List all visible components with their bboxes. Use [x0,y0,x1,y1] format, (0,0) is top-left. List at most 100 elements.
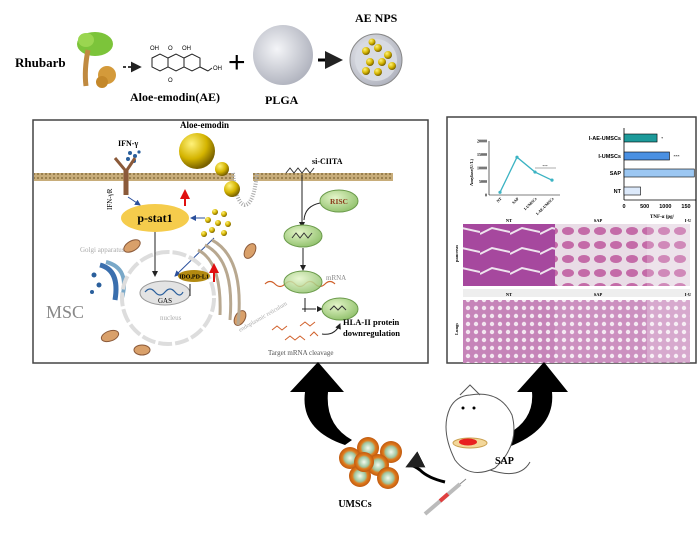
x-tick-label: 150 [681,204,690,210]
sirna-icon [291,232,313,239]
y-tick-label: SAP [610,171,622,177]
plga-sphere [253,25,313,85]
arrow [303,202,321,221]
hla-label: HLA-II protein [343,317,400,327]
data-point [550,178,554,182]
aloe-emodin-particles [179,133,240,237]
rhubarb-plant-icon [77,32,116,88]
mitochondria-icon [100,239,257,356]
column-header-bar [463,289,690,297]
column-label: NT [506,218,512,223]
ido-pdl1-label: IDO,PD-L1 [179,275,209,281]
y-tick-label: I-AE-UMSCs [589,136,621,142]
significance-mark: *** [673,154,679,159]
plga-label: PLGA [265,93,299,107]
y-axis-label: Amylase(U/L) [469,159,474,186]
risc-mrna-complex [283,270,323,294]
arrow [174,237,215,277]
y-tick-label: 15000 [477,152,487,157]
y-tick-label: 10000 [477,166,487,171]
nucleus-label: nucleus [160,314,182,322]
column-label: NT [506,292,512,297]
data-point [498,190,502,194]
syringe-icon [423,478,467,516]
column-label: I-U [685,292,692,297]
sap-label: SAP [495,456,514,467]
left-curved-arrow [290,362,352,445]
golgi-label: Golgi apparatus [80,246,125,254]
x-axis-label: TNF-α (pg/ [650,215,675,220]
aloe-emodin-structure [151,53,213,72]
x-tick-label: SAP [511,196,520,205]
arrow [321,323,341,335]
y-tick-label: I-UMSCs [598,154,621,160]
sirna-icon [329,305,347,311]
y-tick-label: NT [614,189,622,195]
series-line [499,156,553,193]
ifn-gamma-receptor-icon [113,157,137,195]
cell-membrane [253,173,393,181]
cleaved-mrna-icon [271,321,319,341]
nuclear-envelope [120,250,216,346]
p-stat1-node [121,204,189,232]
mrna-label: mRNA [326,274,346,282]
y-tick-label: 20000 [477,139,487,144]
cleavage-label: Target mRNA cleavage [268,349,333,357]
plus-sign: + [228,46,246,79]
arrow [127,196,141,206]
umscs-label: UMSCs [338,499,371,510]
o-label: O [168,46,173,52]
x-tick-label: 1000 [659,204,671,210]
risc-node [319,189,359,213]
x-tick-label: 500 [640,204,649,210]
ifn-gamma-label: IFN-γ [118,139,138,148]
bar [623,168,695,178]
cell-membrane [34,173,234,181]
histology-image [555,224,647,286]
ae-nps-label: AE NPS [355,11,398,25]
o-label: O [168,78,173,84]
risc-label: RISC [330,197,348,206]
row-label: Lungs [454,323,459,335]
y-tick-label: 5000 [479,179,487,184]
si-ciita-label: si-CIITA [312,157,343,166]
bar [623,133,658,143]
inhibition-line [302,298,316,312]
x-tick-label: NT [495,196,503,204]
right-curved-arrow [495,362,568,450]
significance-mark: * [661,136,663,141]
column-label: SAP [594,292,603,297]
data-point [533,170,537,174]
histology-image [463,224,555,286]
oh-label: OH [150,46,159,52]
mechanism-panel [32,119,429,364]
ifn-gamma-r-label: IFN-γR [106,188,114,210]
sirna-icon [285,167,315,174]
column-label: I-U [685,218,692,223]
data-point [515,155,519,159]
ae-nanoparticle-icon [349,33,403,87]
msc-label: MSC [46,302,84,322]
rhubarb-label: Rhubarb [15,55,66,70]
y-tick-label: 0 [485,193,487,198]
aloe-emodin-label: Aloe-emodin [180,120,229,130]
bar [623,186,641,196]
injection-arrow [405,451,446,484]
column-label: SAP [594,218,603,223]
mouse-sap-icon [445,384,531,475]
aloe-emodin-label: Aloe-emodin(AE) [130,90,220,104]
histology-image [463,300,555,363]
umscs-cluster-icon [339,437,402,489]
bar [623,151,670,161]
hla-label: downregulation [343,328,400,338]
oh-label: OH [213,66,222,72]
gas-label: GAS [158,297,172,305]
histology-image [647,300,690,363]
dna-icon [144,288,184,296]
recycled-risc [321,297,359,321]
oh-label: OH [182,46,191,52]
histology-grid [463,224,690,363]
